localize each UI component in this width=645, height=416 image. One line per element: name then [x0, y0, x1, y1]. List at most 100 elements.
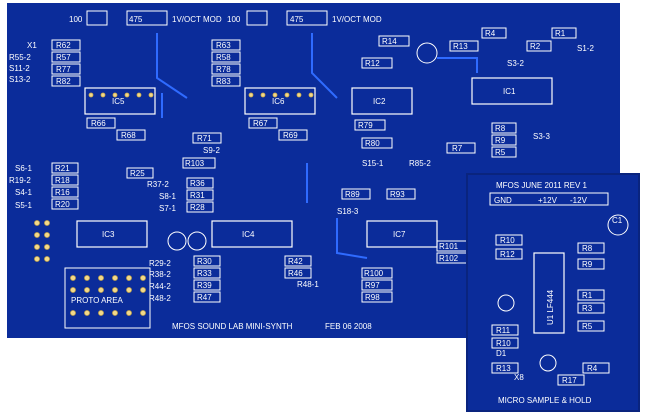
- right-label-11: R37-2: [147, 180, 169, 189]
- left-label-2: S11-2: [9, 64, 30, 73]
- osc2-mod-label: 1V/OCT MOD: [332, 15, 382, 24]
- right-label-17: R48-2: [149, 294, 171, 303]
- sub-board-footer: MICRO SAMPLE & HOLD: [498, 396, 592, 405]
- res-r101: R101: [439, 242, 459, 251]
- res-r8: R8: [495, 124, 506, 133]
- right-label-0: S1-2: [577, 44, 594, 53]
- left-label-7: S5-1: [15, 201, 32, 210]
- ic4-label: IC4: [242, 230, 255, 239]
- res-r79: R79: [358, 121, 373, 130]
- res-r66: R66: [91, 119, 106, 128]
- right-label-4: S9-2: [203, 146, 220, 155]
- right-label-14: R29-2: [149, 259, 171, 268]
- res-r62: R62: [56, 41, 71, 50]
- u1-ic-label: U1 LF444: [546, 289, 555, 325]
- res-r21: R21: [55, 164, 70, 173]
- power-plus12-label: +12V: [538, 196, 558, 205]
- res-r97: R97: [365, 281, 380, 290]
- res-r5: R5: [495, 148, 506, 157]
- res-r63: R63: [216, 41, 231, 50]
- res-r58: R58: [216, 53, 231, 62]
- sub-part-r4: R4: [587, 364, 598, 373]
- res-r68: R68: [121, 131, 136, 140]
- main-pcb-art: 100 475 1V/OCT MOD 100 475 1V/OCT MOD X1…: [9, 10, 594, 331]
- res-r20: R20: [55, 200, 70, 209]
- sub-part-r17: R17: [562, 376, 577, 385]
- res-r18: R18: [55, 176, 70, 185]
- right-label-16: R44-2: [149, 282, 171, 291]
- res-r39: R39: [197, 281, 212, 290]
- res-r14: R14: [382, 37, 397, 46]
- right-label-12: S8-1: [159, 192, 176, 201]
- ic7-label: IC7: [393, 230, 406, 239]
- res-r67: R67: [253, 119, 268, 128]
- power-minus12-label: -12V: [570, 196, 588, 205]
- res-r57: R57: [56, 53, 71, 62]
- sub-part-r3: R3: [582, 304, 593, 313]
- sub-part-r9: R9: [582, 260, 593, 269]
- left-label-3: S13-2: [9, 75, 31, 84]
- sub-part-r1: R1: [582, 291, 593, 300]
- sub-part-r10b: R10: [496, 339, 511, 348]
- res-r98: R98: [365, 293, 380, 302]
- right-label-15: R38-2: [149, 270, 171, 279]
- right-label-3: S3-3: [533, 132, 550, 141]
- res-r4: R4: [485, 29, 496, 38]
- ic3-label: IC3: [102, 230, 115, 239]
- sub-part-c1: C1: [612, 216, 623, 225]
- main-pcb-board: 100 475 1V/OCT MOD 100 475 1V/OCT MOD X1…: [7, 3, 620, 338]
- board-date: FEB 06 2008: [325, 322, 372, 331]
- res-r12: R12: [365, 59, 380, 68]
- ic5-label: IC5: [112, 97, 125, 106]
- res-r89: R89: [345, 190, 360, 199]
- res-r77: R77: [56, 65, 71, 74]
- left-label-4: S6-1: [15, 164, 32, 173]
- sample-hold-pcb-board: MFOS JUNE 2011 REV 1 GND +12V -12V C1 R1…: [468, 175, 638, 410]
- res-r2: R2: [530, 42, 541, 51]
- trim-left-a-label: 100: [69, 15, 83, 24]
- res-r80: R80: [365, 139, 380, 148]
- res-r28: R28: [190, 203, 205, 212]
- sample-hold-pcb-art: MFOS JUNE 2011 REV 1 GND +12V -12V C1 R1…: [489, 181, 629, 405]
- proto-pads: [34, 92, 314, 316]
- sub-part-x8: X8: [514, 373, 524, 382]
- res-r47: R47: [197, 293, 212, 302]
- power-gnd-label: GND: [494, 196, 512, 205]
- right-label-8: R85-2: [409, 159, 431, 168]
- res-r30: R30: [197, 257, 212, 266]
- sub-part-r10: R10: [500, 236, 515, 245]
- res-r93: R93: [390, 190, 405, 199]
- res-r46: R46: [288, 269, 303, 278]
- osc1-mod-label: 1V/OCT MOD: [172, 15, 222, 24]
- res-r36: R36: [190, 179, 205, 188]
- trim-left-b-label: 475: [129, 15, 143, 24]
- res-r83: R83: [216, 77, 231, 86]
- res-r25: R25: [130, 169, 145, 178]
- res-r31: R31: [190, 191, 205, 200]
- trim-right-a-label: 100: [227, 15, 241, 24]
- sub-part-r13: R13: [496, 364, 511, 373]
- ic2-label: IC2: [373, 97, 386, 106]
- sub-part-r11: R11: [496, 326, 511, 335]
- res-r71: R71: [197, 134, 212, 143]
- right-label-7: S15-1: [362, 159, 384, 168]
- res-r1: R1: [555, 29, 566, 38]
- right-label-13: S7-1: [159, 204, 176, 213]
- res-r69: R69: [283, 131, 298, 140]
- left-label-0: X1: [27, 41, 37, 50]
- ic6-label: IC6: [272, 97, 285, 106]
- proto-area: [64, 267, 151, 329]
- right-label-9: S18-3: [337, 207, 359, 216]
- sub-board-title: MFOS JUNE 2011 REV 1: [496, 181, 588, 190]
- res-r78: R78: [216, 65, 231, 74]
- sub-part-d1: D1: [496, 349, 507, 358]
- sub-part-r5: R5: [582, 322, 593, 331]
- sub-part-r12: R12: [500, 250, 515, 259]
- res-r103: R103: [185, 159, 205, 168]
- left-label-5: R19-2: [9, 176, 31, 185]
- trim-right-b-label: 475: [290, 15, 304, 24]
- res-r13: R13: [453, 42, 468, 51]
- left-label-1: R55-2: [9, 53, 31, 62]
- res-r102: R102: [439, 254, 459, 263]
- left-label-6: S4-1: [15, 188, 32, 197]
